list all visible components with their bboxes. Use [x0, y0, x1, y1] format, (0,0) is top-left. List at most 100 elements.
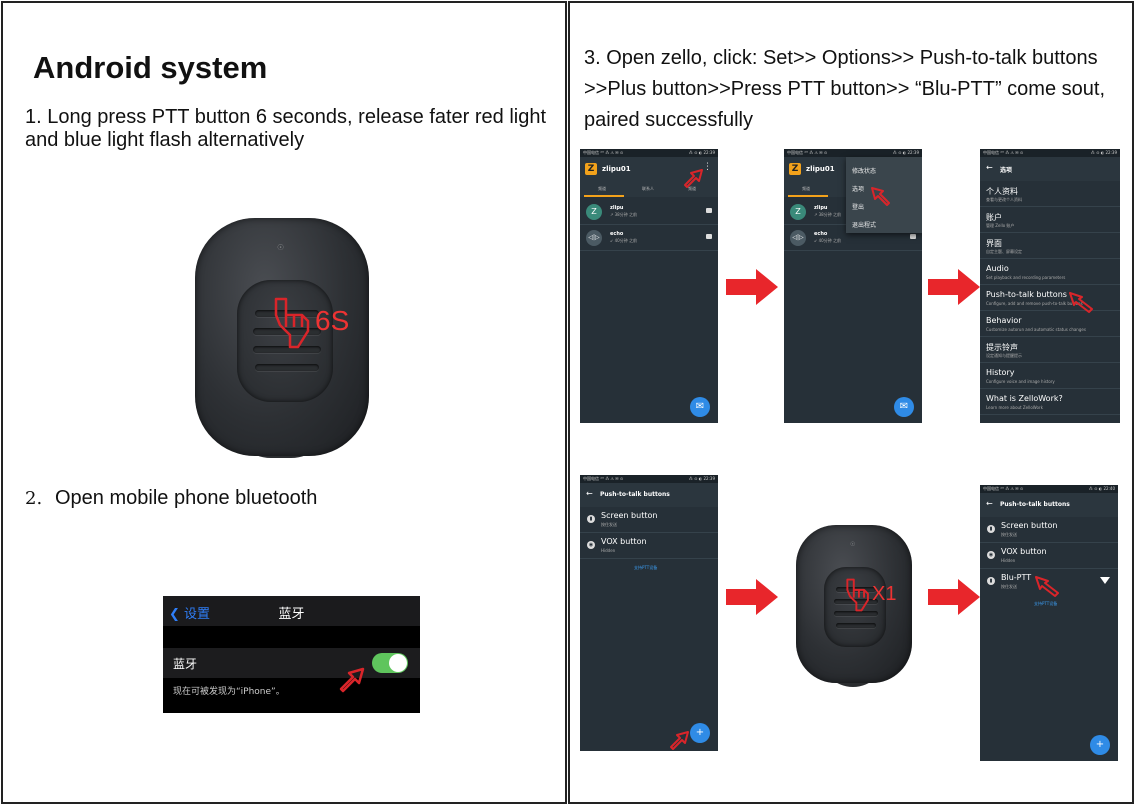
- ptt-button-title: Screen button: [1001, 521, 1058, 530]
- avatar: Z: [586, 204, 602, 220]
- ios-bluetooth-settings: ❮ 设置 蓝牙 蓝牙 现在可被发现为“iPhone”。: [163, 596, 420, 713]
- step-2-text: Open mobile phone bluetooth: [55, 487, 318, 509]
- option-title: Push-to-talk buttons: [986, 290, 1067, 299]
- contact-status: ↙ 40分钟 之前: [814, 238, 841, 243]
- option-title: 界面: [986, 239, 1002, 248]
- ptt-button-row[interactable]: ▮ Screen button 按住发送: [980, 517, 1118, 543]
- ptt-button-sub: 按住发送: [1001, 584, 1017, 589]
- status-time: ⁂ ⊙ ◐ 22:39: [892, 150, 919, 155]
- ptt-button-row-blu-ptt[interactable]: ▮ Blu-PTT 按住发送: [980, 569, 1118, 595]
- step-2-number: 2.: [25, 488, 43, 509]
- contact-name: zlipu: [610, 205, 624, 211]
- status-bar: 中国电信 ⁴ᴳ ⁂ ⚠ ✉ ⊙: [980, 485, 1118, 493]
- hand-pointer-icon: [846, 578, 869, 612]
- option-title: 账户: [986, 213, 1002, 222]
- status-time: ⁂ ⊙ ◐ 22:39: [688, 150, 715, 155]
- contact-row[interactable]: ◁|▷ echo ↙ 40分钟 之前: [580, 225, 718, 251]
- avatar: ◁|▷: [790, 230, 806, 246]
- remote-ridge: [834, 611, 878, 616]
- signal-icon: [1100, 577, 1110, 584]
- remote-logo: ☉: [850, 542, 856, 548]
- tab-recents[interactable]: 频道: [688, 186, 696, 191]
- bluetooth-device-icon: ▮: [987, 577, 995, 585]
- option-subtitle: 自定主题、屏幕设定: [986, 249, 1022, 254]
- contact-status: ↗ 38分钟 之前: [814, 212, 841, 217]
- screen-button-icon: ▮: [587, 515, 595, 523]
- option-item[interactable]: 个人资料查看与更改个人资料: [980, 181, 1120, 207]
- option-title: 个人资料: [986, 187, 1018, 196]
- contact-name: zlipu: [814, 205, 828, 211]
- step-3-text: 3. Open zello, click: Set>> Options>> Pu…: [584, 47, 1105, 131]
- plus-icon: +: [695, 727, 705, 738]
- menu-item-logout[interactable]: 登出: [852, 204, 865, 211]
- menu-item-options[interactable]: 选项: [852, 186, 865, 193]
- back-arrow-icon[interactable]: ←: [986, 499, 993, 508]
- option-subtitle: 设定通知与提醒提示: [986, 353, 1022, 358]
- option-item[interactable]: 提示铃声设定通知与提醒提示: [980, 337, 1120, 363]
- back-button[interactable]: ❮ 设置: [169, 603, 210, 622]
- menu-item-exit[interactable]: 退出程式: [852, 222, 877, 229]
- status-time: ⁂ ⊙ ◐ 22:39: [688, 476, 715, 481]
- contact-status: ↗ 38分钟 之前: [610, 212, 637, 217]
- tab-indicator: [788, 195, 828, 197]
- hand-pointer-icon: [871, 187, 890, 206]
- option-title: 提示铃声: [986, 343, 1018, 352]
- supported-devices-link[interactable]: 支持PTT设备: [634, 565, 658, 570]
- option-subtitle: Configure, add and remove push-to-talk b…: [986, 301, 1083, 306]
- tab-contacts[interactable]: 联系人: [642, 186, 654, 191]
- contact-row[interactable]: Z zlipu ↗ 38分钟 之前: [580, 199, 718, 225]
- zello-main-screen: 中国电信 ⁴ᴳ ⁂ ⚠ ✉ ⊙ ⁂ ⊙ ◐ 22:39 Z zlipu01 ⋮ …: [580, 149, 718, 423]
- status-time: ⁂ ⊙ ◐ 22:39: [1090, 150, 1117, 155]
- nav-title: 蓝牙: [278, 607, 305, 622]
- chevron-left-icon: ❮: [169, 607, 185, 622]
- ptt-button-row[interactable]: ◉ VOX button Hidden: [980, 543, 1118, 569]
- ptt-button-sub: Hidden: [1001, 558, 1016, 563]
- zello-ptt-buttons-screen: 中国电信 ⁴ᴳ ⁂ ⚠ ✉ ⊙ ⁂ ⊙ ◐ 22:39 ← Push-to-ta…: [580, 475, 718, 751]
- ptt-button-sub: 按住发送: [1001, 532, 1017, 537]
- contact-name: echo: [610, 231, 624, 237]
- bluetooth-toggle[interactable]: [372, 653, 408, 673]
- option-title: Audio: [986, 264, 1009, 273]
- hand-pointer-icon: [274, 297, 310, 349]
- hand-pointer-icon: [339, 667, 365, 693]
- right-arrow-icon: [726, 269, 778, 305]
- vox-icon: ◉: [587, 541, 595, 549]
- option-item[interactable]: What is ZelloWork? Learn more about Zello…: [980, 389, 1120, 415]
- remote-ridge: [255, 364, 319, 371]
- option-item[interactable]: 界面自定主题、屏幕设定: [980, 233, 1120, 259]
- nav-bar: ❮ 设置 蓝牙: [163, 596, 420, 626]
- hand-pointer-icon: [670, 731, 689, 750]
- option-item[interactable]: 账户管理 Zello 账户: [980, 207, 1120, 233]
- option-subtitle: Configure voice and image history: [986, 379, 1055, 384]
- avatar: Z: [790, 204, 806, 220]
- plus-button[interactable]: +: [1090, 735, 1110, 755]
- chat-fab-button[interactable]: ✉: [894, 397, 914, 417]
- back-arrow-icon[interactable]: ←: [586, 489, 593, 498]
- tab-channels[interactable]: 频道: [598, 186, 606, 191]
- option-subtitle: Learn more about ZelloWork: [986, 405, 1043, 410]
- option-subtitle: 查看与更改个人资料: [986, 197, 1022, 202]
- menu-dots-icon[interactable]: ⋮: [703, 162, 712, 172]
- ptt-title: Push-to-talk buttons: [1000, 501, 1070, 508]
- option-title: What is ZelloWork?: [986, 394, 1063, 403]
- menu-item-change-status[interactable]: 修改状态: [852, 168, 877, 175]
- hand-pointer-icon: [1035, 576, 1059, 597]
- ptt-button-row[interactable]: ▮ Screen button 按住发送: [580, 507, 718, 533]
- option-subtitle: 管理 Zello 账户: [986, 223, 1015, 228]
- contact-row[interactable]: ◁|▷ echo ↙ 40分钟 之前: [784, 225, 922, 251]
- zello-menu-screen: 中国电信 ⁴ᴳ ⁂ ⚠ ✉ ⊙ ⁂ ⊙ ◐ 22:39 Z zlipu01 频道…: [784, 149, 922, 423]
- vox-icon: ◉: [987, 551, 995, 559]
- remote-ridge: [836, 623, 876, 628]
- tab-channels[interactable]: 频道: [802, 186, 810, 191]
- back-arrow-icon[interactable]: ←: [986, 163, 993, 172]
- zello-logo: Z: [585, 163, 597, 175]
- ptt-button-row[interactable]: ◉ VOX button Hidden: [580, 533, 718, 559]
- option-subtitle: Customize autorun and automatic status c…: [986, 327, 1086, 332]
- chat-fab-button[interactable]: ✉: [690, 397, 710, 417]
- supported-devices-link[interactable]: 支持PTT设备: [1034, 601, 1058, 606]
- plus-button[interactable]: +: [690, 723, 710, 743]
